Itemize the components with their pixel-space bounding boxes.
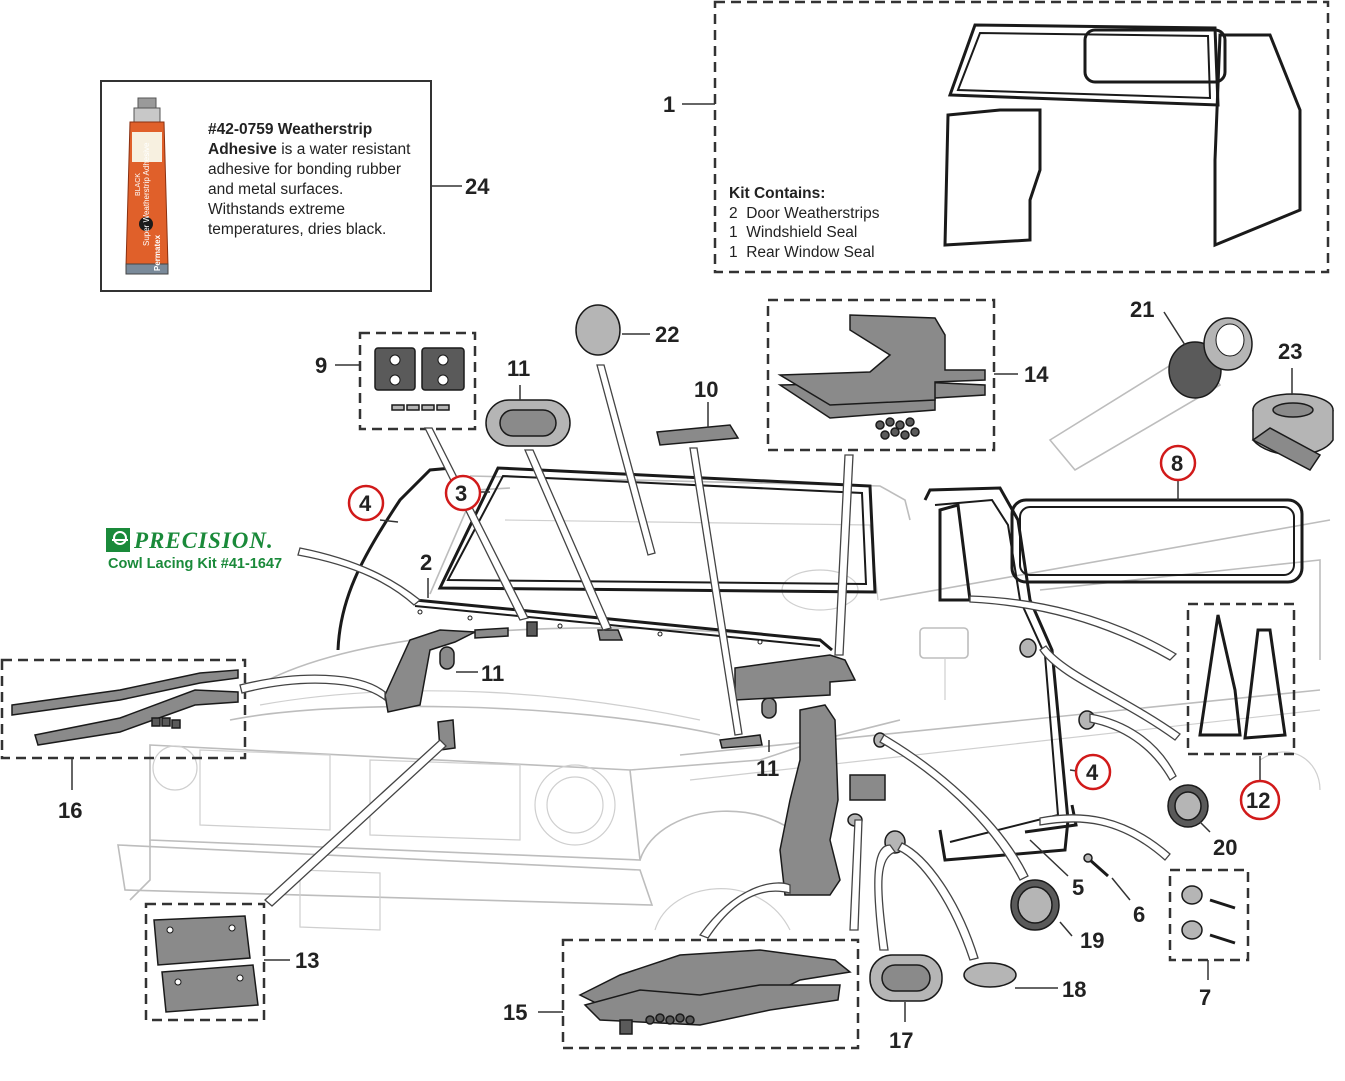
callout-14: 14 [1024, 362, 1049, 387]
part-6-screw [1083, 853, 1109, 878]
part-16-hood-seals [11, 669, 239, 746]
kit-1-weatherstrips [943, 23, 1302, 248]
part-12-vent-window-seals [1198, 614, 1287, 740]
callout-22: 22 [655, 322, 679, 347]
kit-box-14 [766, 298, 996, 452]
kit-box-9 [358, 331, 477, 431]
callout-16: 16 [58, 798, 82, 823]
kit-box-12 [1186, 602, 1296, 756]
door-weatherstrip-right [923, 486, 1078, 862]
kit-item: 1 Rear Window Seal [729, 243, 875, 261]
precision-logo-icon [106, 528, 130, 552]
part-2-cowl-brackets [384, 621, 624, 713]
tube-brand: Permatex [153, 234, 162, 271]
part-14-kick-panel-seals [777, 314, 986, 440]
callout-11a: 11 [507, 356, 530, 381]
part-21-fuel-filler [1048, 317, 1253, 472]
adhesive-info-box: Super Weatherstrip Adhesive BLACK Permat… [100, 80, 432, 292]
highlight-ring-4b [1074, 753, 1112, 791]
connector-rays [239, 364, 1181, 961]
adhesive-part-name: Adhesive [208, 141, 277, 158]
callout-11c: 11 [756, 756, 779, 781]
kit-box-13 [144, 902, 266, 1022]
callout-15: 15 [503, 1000, 527, 1025]
leader-lines [71, 103, 1293, 1022]
kit-box-16 [0, 658, 247, 760]
part-19-plug [1010, 879, 1060, 931]
highlight-ring-4a [347, 484, 385, 522]
part-23-foam-tape [1251, 393, 1334, 471]
callout-8: 8 [1171, 451, 1183, 476]
part-9-door-bumpers [374, 347, 465, 411]
kit-item: 1 Windshield Seal [729, 224, 858, 241]
highlight-ring-3 [444, 474, 482, 512]
part-13-pads [153, 915, 259, 1013]
part-7-bumpers [1181, 885, 1236, 945]
part-right-panels [437, 654, 886, 896]
highlight-ring-12 [1239, 779, 1281, 821]
callout-5: 5 [1072, 875, 1084, 900]
rear-window-seal [1010, 498, 1304, 584]
callout-4b: 4 [1086, 760, 1099, 785]
callout-13: 13 [295, 948, 319, 973]
callout-19: 19 [1080, 928, 1104, 953]
callout-20: 20 [1213, 835, 1237, 860]
callout-17: 17 [889, 1028, 913, 1053]
brand-name: PRECISION. [134, 528, 274, 553]
kit-box-7 [1168, 868, 1250, 962]
adhesive-part-number: #42-0759 Weatherstrip [208, 121, 373, 138]
callout-6: 6 [1133, 902, 1145, 927]
callout-18: 18 [1062, 977, 1086, 1002]
tube-color: BLACK [135, 173, 142, 196]
callout-1: 1 [663, 92, 675, 117]
highlight-rings [347, 444, 1281, 821]
tube-label: Super Weatherstrip Adhesive [142, 142, 151, 246]
callout-23: 23 [1278, 339, 1302, 364]
part-18-plug [963, 962, 1017, 988]
callout-12: 12 [1246, 788, 1270, 813]
kit-item: 2 Door Weatherstrips [729, 204, 880, 222]
truck-outline [117, 475, 1331, 931]
part-11-grommet-top [485, 399, 571, 447]
callout-2: 2 [420, 550, 432, 575]
callout-7: 7 [1199, 985, 1211, 1010]
adhesive-description-text: is a water resistant adhesive for bondin… [208, 141, 411, 238]
adhesive-tube-icon: Super Weatherstrip Adhesive BLACK Permat… [125, 97, 169, 275]
part-17-grommet [869, 954, 943, 1002]
part-22-plug [575, 304, 621, 356]
callout-11b: 11 [481, 661, 504, 686]
part-15-cowl-panel-seals [578, 949, 852, 1035]
callout-numbers: 1 2 3 4 4 5 6 7 8 9 10 11 11 11 12 13 14… [58, 92, 1302, 1053]
kit-box-1 [713, 0, 1330, 274]
kit-contents: Kit Contains: 2 Door Weatherstrips 1 Win… [729, 184, 879, 262]
callout-24: 24 [465, 174, 490, 199]
highlight-ring-8 [1159, 444, 1197, 482]
callout-3: 3 [455, 481, 467, 506]
part-10-pad [656, 424, 740, 446]
part-11-grommet-mid [439, 646, 777, 719]
windshield-seal [437, 466, 877, 594]
callout-21: 21 [1130, 297, 1154, 322]
brand-subtitle: Cowl Lacing Kit #41-1647 [108, 556, 283, 572]
callout-9: 9 [315, 353, 327, 378]
cowl-lacing [414, 598, 833, 652]
callout-4a: 4 [359, 491, 372, 516]
callout-10: 10 [694, 377, 718, 402]
kit-contents-title: Kit Contains: [729, 185, 826, 202]
part-20-plug [1167, 784, 1209, 828]
kit-box-15 [561, 938, 860, 1050]
